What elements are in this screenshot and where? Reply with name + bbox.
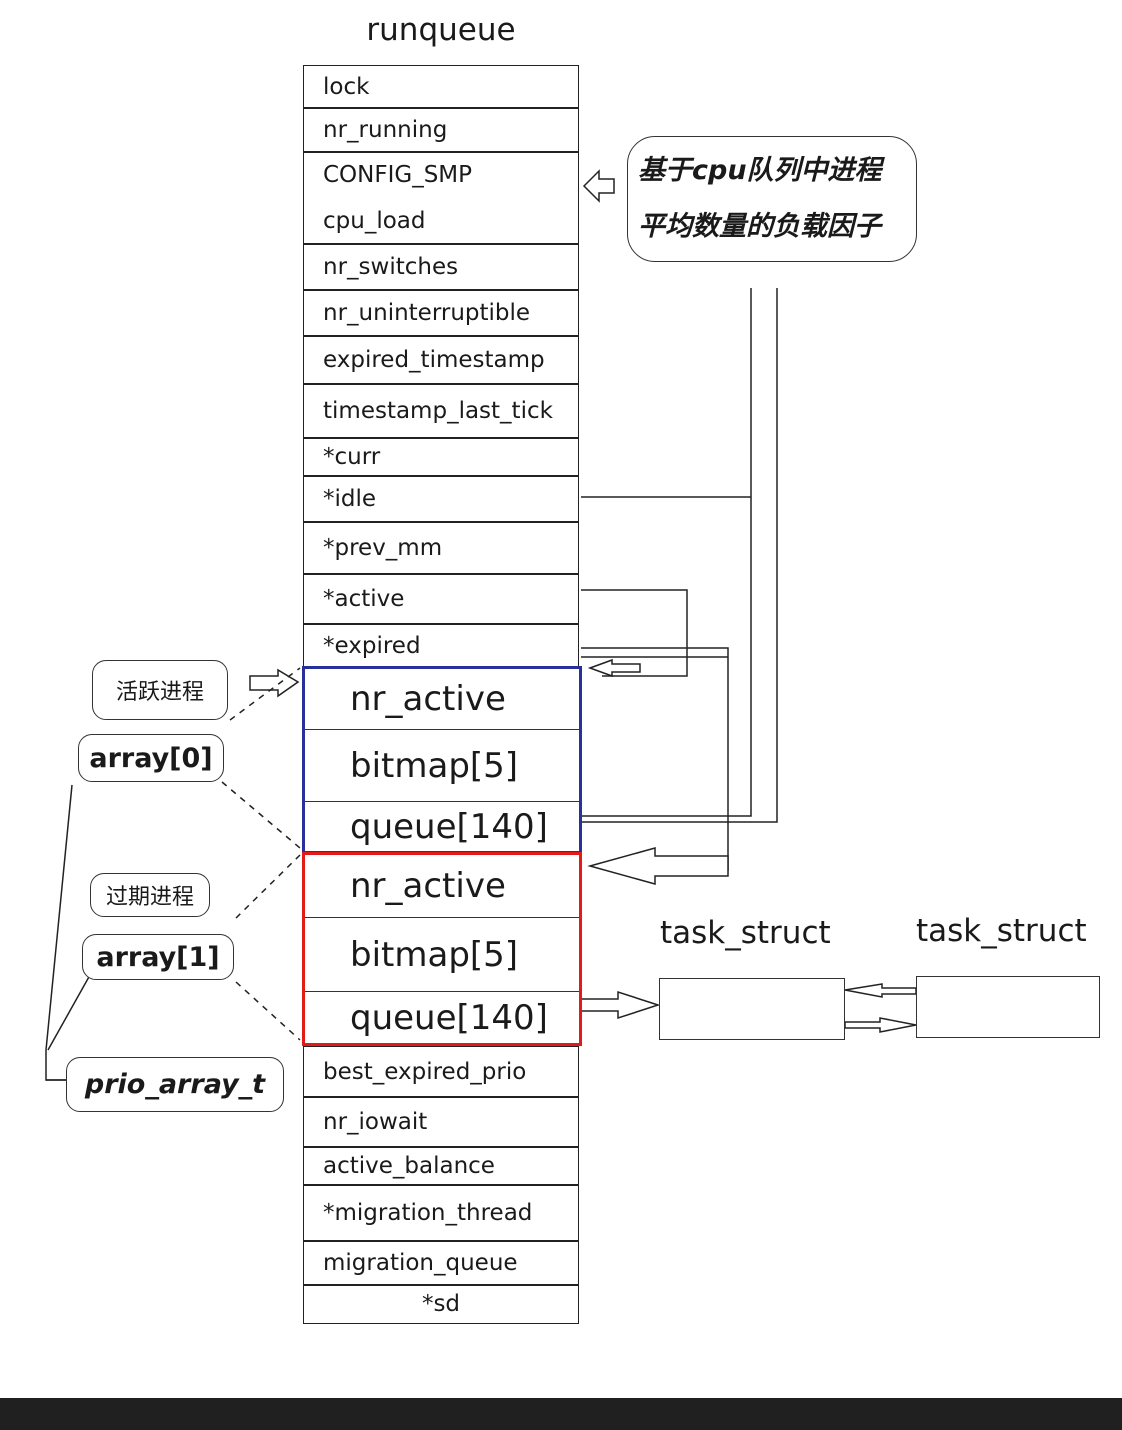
field-best-expired-prio: best_expired_prio <box>303 1046 579 1098</box>
field-nr-uninterruptible: nr_uninterruptible <box>303 289 579 337</box>
field-sd: *sd <box>303 1284 579 1324</box>
field-expired-timestamp: expired_timestamp <box>303 335 579 385</box>
active-process-callout: 活跃进程 <box>92 660 228 720</box>
task-struct-label-2: task_struct <box>916 913 1087 949</box>
cpu-load-callout-line1: 基于cpu队列中进程 <box>638 155 882 186</box>
field-idle: *idle <box>303 475 579 523</box>
footer-bar <box>0 1398 1122 1430</box>
array1-queue: queue[140] <box>350 998 548 1038</box>
field-curr: *curr <box>303 437 579 477</box>
field-lock: lock <box>303 65 579 109</box>
queue-task-arrow <box>580 990 661 1020</box>
array0-nr-active: nr_active <box>303 668 581 730</box>
field-nr-switches: nr_switches <box>303 243 579 291</box>
array0-queue: queue[140] <box>350 807 548 847</box>
task-link-arrow-1 <box>844 983 917 998</box>
field-migration-thread: *migration_thread <box>303 1184 579 1242</box>
active-arrow <box>587 658 641 678</box>
array0-box <box>302 666 582 854</box>
task-link-arrow-2 <box>844 1017 917 1033</box>
array1-box <box>302 852 582 1046</box>
active-link-line <box>581 589 688 677</box>
expired-link-line <box>581 647 729 871</box>
field-active-balance: active_balance <box>303 1146 579 1186</box>
runqueue-title: runqueue <box>366 12 516 48</box>
array0-arrow <box>249 668 300 698</box>
expired-arrow <box>587 847 729 885</box>
field-expired: *expired <box>303 623 579 669</box>
task-struct-box-1 <box>659 978 845 1040</box>
field-timestamp-last-tick: timestamp_last_tick <box>303 383 579 439</box>
expired-process-callout: 过期进程 <box>90 873 210 917</box>
prio-array-t-label: prio_array_t <box>66 1057 284 1112</box>
array1-label: array[1] <box>82 934 234 980</box>
field-active: *active <box>303 573 579 625</box>
field-nr-iowait: nr_iowait <box>303 1096 579 1148</box>
queue-link-line-2 <box>581 288 778 823</box>
array0-label: array[0] <box>78 734 224 782</box>
array1-nr-active: nr_active <box>303 854 581 918</box>
field-nr-running: nr_running <box>303 107 579 153</box>
task-struct-label-1: task_struct <box>660 915 831 951</box>
cpu-load-callout-line2: 平均数量的负载因子 <box>638 211 881 242</box>
array0-bitmap: bitmap[5] <box>303 730 581 802</box>
cpu-load-callout: 基于cpu队列中进程 平均数量的负载因子 <box>627 136 917 262</box>
field-migration-queue: migration_queue <box>303 1240 579 1286</box>
array1-bitmap: bitmap[5] <box>303 918 581 992</box>
field-prev-mm: *prev_mm <box>303 521 579 575</box>
cpu-load-arrow <box>582 169 615 203</box>
task-struct-box-2 <box>916 976 1100 1038</box>
queue-link-line-1 <box>581 288 752 817</box>
